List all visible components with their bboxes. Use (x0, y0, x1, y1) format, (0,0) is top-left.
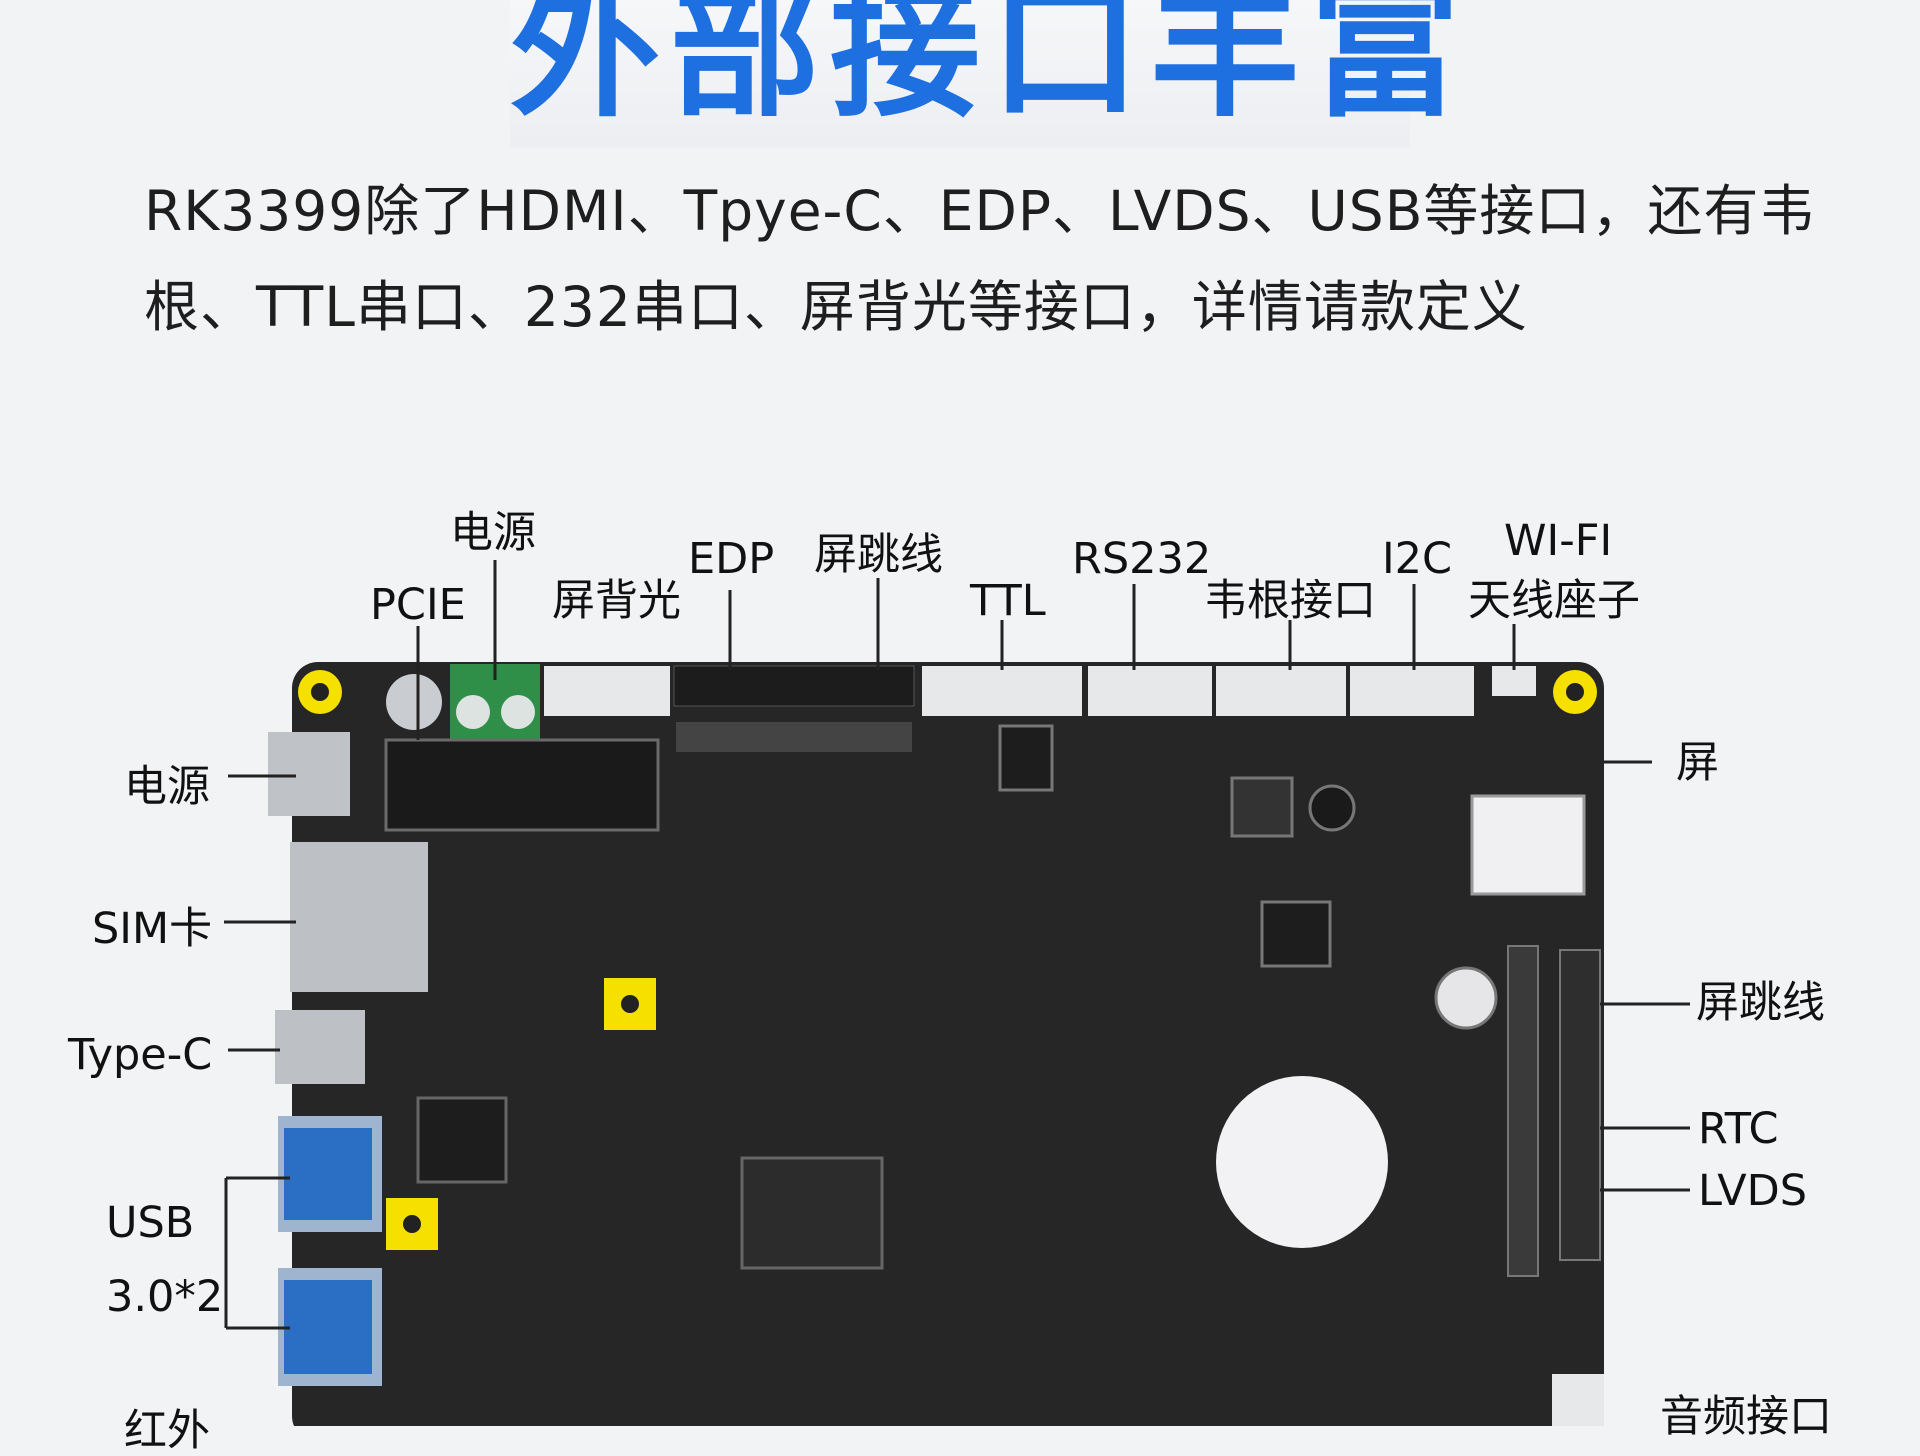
pcie-slot (384, 738, 660, 832)
description-line-1: RK3399除了HDMI、Tpye-C、EDP、LVDS、USB等接口，还有韦 (144, 179, 1816, 243)
label-rtc: RTC (1698, 1104, 1779, 1154)
chip-center (740, 1156, 884, 1270)
connector-ttl (922, 666, 1082, 716)
label-lvds: LVDS (1698, 1166, 1808, 1216)
wifi-module (1470, 794, 1586, 896)
label-wifi: WI-FI (1504, 516, 1613, 566)
label-typec: Type-C (68, 1030, 213, 1080)
label-wiegand: 韦根接口 (1204, 576, 1376, 626)
label-pcie: PCIE (370, 580, 466, 630)
rtc-battery (1216, 1076, 1388, 1248)
capacitor (386, 674, 442, 730)
headline-banner: 外部接口丰富 (510, 0, 1471, 148)
label-power-top: 电源 (450, 508, 536, 558)
header-jumper (1559, 949, 1601, 1261)
type-c-port (275, 1010, 365, 1084)
label-rs232: RS232 (1072, 534, 1212, 584)
audio-connector (1552, 1374, 1604, 1426)
header-lvds (1507, 945, 1539, 1277)
label-ttl: TTL (970, 576, 1046, 626)
connector-wiegand (1216, 666, 1346, 716)
label-backlight: 屏背光 (552, 576, 681, 626)
connector-backlight (544, 666, 670, 716)
label-audio: 音频接口 (1660, 1392, 1832, 1442)
label-edp: EDP (688, 534, 775, 584)
connector-rs232 (1088, 666, 1212, 716)
label-i2c: I2C (1382, 534, 1453, 584)
sim-card-slot (290, 842, 428, 992)
connector-edp (673, 665, 915, 707)
circuit-board-illustration (224, 560, 1690, 1426)
headline-title: 外部接口丰富 (510, 0, 1471, 138)
label-usb-line2: 3.0*2 (106, 1272, 224, 1322)
connector-antenna (1492, 666, 1536, 696)
label-power-left: 电源 (124, 762, 210, 812)
chip-left (416, 1096, 508, 1184)
label-antenna: 天线座子 (1468, 576, 1640, 626)
label-jumper-right: 屏跳线 (1696, 978, 1825, 1028)
dc-power-jack (268, 732, 350, 816)
description-line-2: 根、TTL串口、232串口、屏背光等接口，详情请款定义 (144, 275, 1528, 339)
label-partial-left: 红外 (124, 1406, 210, 1456)
connector-i2c (1350, 666, 1474, 716)
label-screen: 屏 (1676, 738, 1719, 788)
label-sim: SIM卡 (92, 904, 213, 954)
label-jumper-top: 屏跳线 (814, 530, 943, 580)
label-usb-line1: USB (106, 1198, 195, 1248)
